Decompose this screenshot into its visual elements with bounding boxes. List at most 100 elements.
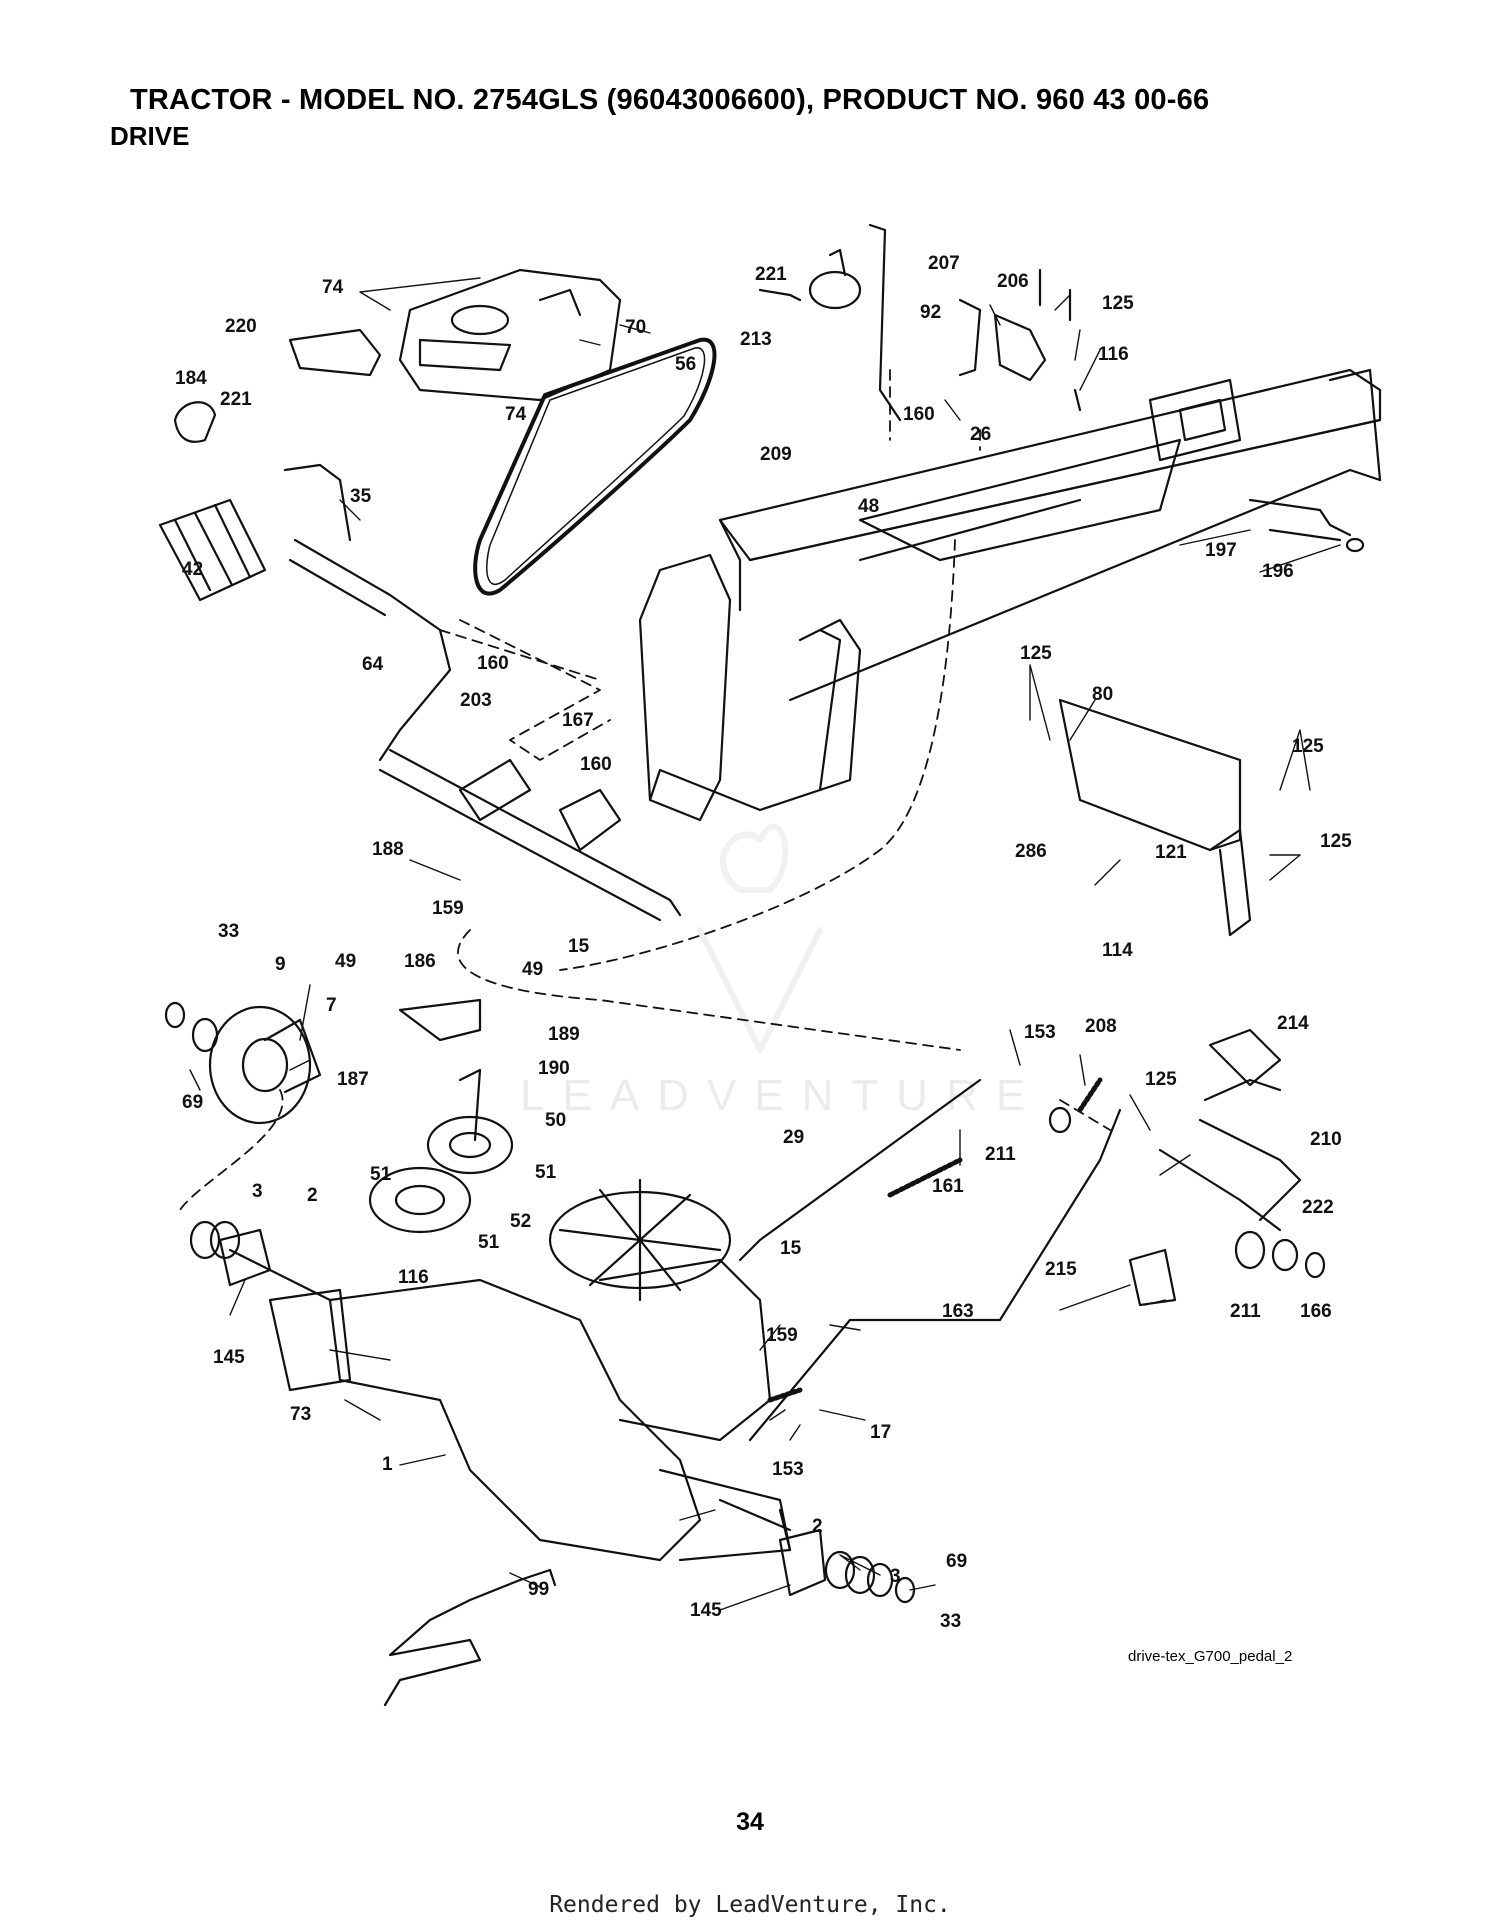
frame [638,368,1382,822]
callout-51: 51 [535,1162,557,1183]
callout-159: 159 [432,898,464,919]
callout-3: 3 [252,1181,263,1202]
callout-33: 33 [218,921,239,942]
callout-211: 211 [1230,1301,1261,1322]
callout-51: 51 [370,1164,392,1185]
callout-51: 51 [478,1232,500,1253]
pad [288,328,382,377]
callout-188: 188 [372,839,404,860]
page-title: TRACTOR - MODEL NO. 2754GLS (96043006600… [130,84,1210,116]
callout-9: 9 [275,954,286,975]
section-title: DRIVE [110,121,190,151]
bypass-rod [383,1568,557,1707]
callout-206: 206 [997,271,1029,292]
callout-99: 99 [528,1579,549,1600]
rendered-by-footer: Rendered by LeadVenture, Inc. [549,1892,951,1918]
callout-50: 50 [545,1110,566,1131]
callout-52: 52 [510,1211,531,1232]
callout-69: 69 [182,1092,203,1113]
callout-153: 153 [1024,1022,1056,1043]
callout-125: 125 [1320,831,1352,852]
callout-213: 213 [740,329,772,350]
callout-163: 163 [942,1301,974,1322]
callout-3: 3 [890,1566,901,1587]
callout-116: 116 [398,1267,429,1288]
pedal-rod [748,1108,1122,1442]
callout-70: 70 [625,317,646,338]
callout-17: 17 [870,1422,891,1443]
callout-15: 15 [568,936,590,957]
callout-161: 161 [932,1176,964,1197]
callout-35: 35 [350,486,372,507]
callout-64: 64 [362,654,384,675]
callout-211: 211 [985,1144,1016,1165]
callout-166: 166 [1300,1301,1332,1322]
callout-286: 286 [1015,841,1047,862]
axle-bumper-left [218,1228,272,1287]
knob [173,401,217,443]
callout-121: 121 [1155,842,1187,863]
pulleys [368,1115,514,1234]
callout-167: 167 [562,710,594,731]
routing-lines [179,369,1111,1211]
watermark-text: LEADVENTURE [520,1071,1043,1120]
callout-48: 48 [858,496,879,517]
axle-bumper-right [778,1528,827,1597]
callout-215: 215 [1045,1259,1077,1280]
callout-189: 189 [548,1024,580,1045]
callout-208: 208 [1085,1016,1117,1037]
pedal-shaft [378,748,682,922]
callout-145: 145 [690,1600,722,1621]
drive-belt [473,337,717,596]
callout-80: 80 [1092,684,1113,705]
callout-184: 184 [175,368,207,389]
spring-top [1077,1077,1103,1113]
control-rod [738,1078,982,1262]
callout-203: 203 [460,690,492,711]
brake-pedal [1048,1028,1326,1307]
callout-49: 49 [335,951,356,972]
callout-145: 145 [213,1347,245,1368]
callout-1: 1 [382,1454,393,1475]
axle [718,1498,792,1552]
callout-2: 2 [812,1516,823,1537]
callout-49: 49 [522,959,543,980]
callout-196: 196 [1262,561,1294,582]
callout-42: 42 [182,559,203,580]
transaxle [228,1178,792,1562]
callout-15: 15 [780,1238,802,1259]
callout-209: 209 [760,444,792,465]
callout-207: 207 [928,253,960,274]
callout-125: 125 [1020,643,1052,664]
mounting-bracket [1058,698,1252,937]
callout-125: 125 [1145,1069,1177,1090]
callout-160: 160 [580,754,612,775]
spring [887,1157,963,1198]
wheel-hub [208,1005,322,1125]
callout-29: 29 [783,1127,804,1148]
callout-187: 187 [337,1069,369,1090]
callout-74: 74 [322,277,344,298]
callout-210: 210 [1310,1129,1342,1150]
callout-73: 73 [290,1404,311,1425]
callout-222: 222 [1302,1197,1334,1218]
callout-125: 125 [1292,736,1324,757]
page-number: 34 [736,1808,764,1836]
callout-190: 190 [538,1058,570,1079]
callout-7: 7 [326,995,337,1016]
washers [164,1001,916,1604]
callout-26: 26 [970,424,991,445]
callout-160: 160 [477,653,509,674]
drive-lever [283,463,452,762]
idler-bracket [398,998,482,1142]
callout-197: 197 [1205,540,1237,561]
callout-186: 186 [404,951,436,972]
callout-69: 69 [946,1551,967,1572]
callout-114: 114 [1102,940,1133,961]
watermark-logo [697,823,823,1053]
callout-56: 56 [675,354,696,375]
leader-lines [189,277,1341,1611]
callout-74: 74 [505,404,527,425]
callout-159: 159 [766,1325,798,1346]
